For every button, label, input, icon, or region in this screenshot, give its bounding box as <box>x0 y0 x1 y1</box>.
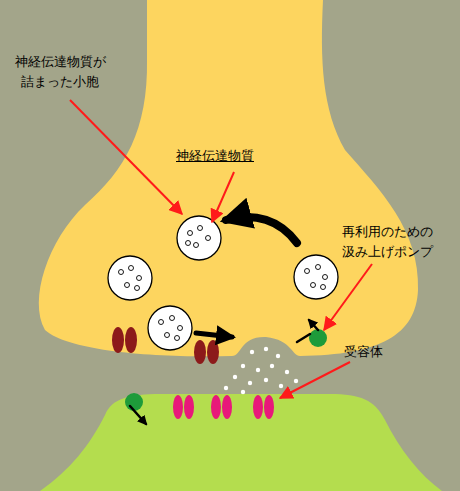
presynaptic-terminal <box>39 0 418 356</box>
leader-arrows <box>70 100 372 398</box>
transmitter-label: 神経伝達物質 <box>176 146 254 166</box>
reuptake-pumps <box>125 329 327 411</box>
pump-label: 再利用のための 汲み上げポンプ <box>342 222 438 261</box>
released-transmitter <box>224 347 298 394</box>
receptors <box>173 395 274 419</box>
receptor-label: 受容体 <box>344 342 383 362</box>
vesicles <box>108 216 338 350</box>
postsynaptic-neuron <box>40 394 442 491</box>
vesicle-label: 神経伝達物質が 詰まった小胞 <box>12 52 108 91</box>
